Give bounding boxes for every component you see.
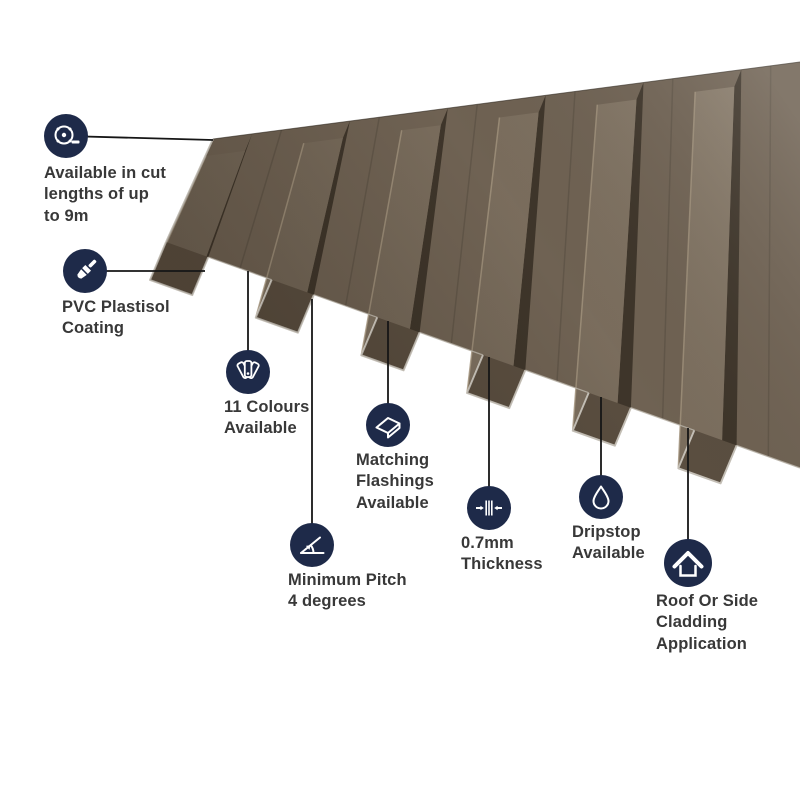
feature-label-cut-lengths: Available in cut lengths of up to 9m (44, 164, 167, 225)
flashing-icon (366, 403, 410, 447)
tape-measure-icon (44, 114, 88, 158)
feature-label-dripstop: Dripstop Available (572, 523, 645, 563)
pitch-angle-icon (290, 523, 334, 567)
leader-line-cut-lengths (65, 135, 214, 141)
feature-label-thickness: 0.7mm Thickness (461, 534, 543, 574)
droplet-icon (579, 475, 623, 519)
house-icon (664, 539, 712, 587)
feature-label-plastisol: PVC Plastisol Coating (62, 298, 170, 338)
thickness-icon (467, 486, 511, 530)
feature-label-colours: 11 Colours Available (224, 398, 310, 438)
roofing-sheet (149, 61, 800, 485)
feature-label-cladding: Roof Or Side Cladding Application (656, 592, 759, 653)
feature-label-flashings: Matching Flashings Available (356, 451, 434, 512)
feature-label-pitch: Minimum Pitch 4 degrees (288, 571, 407, 611)
colour-swatches-icon (226, 350, 270, 394)
paint-brush-icon (63, 249, 107, 293)
